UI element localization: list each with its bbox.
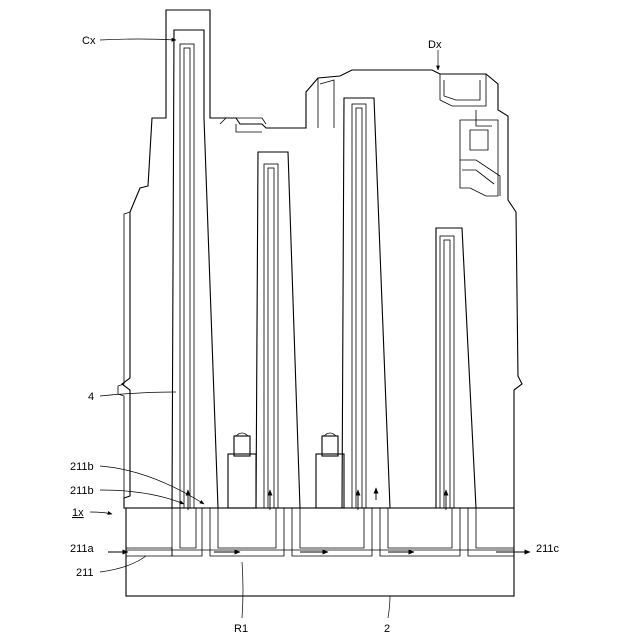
flow-arrows: [108, 488, 530, 552]
components: [228, 433, 344, 508]
label-2: 2: [384, 623, 390, 635]
label-dx: Dx: [428, 39, 442, 51]
label-1x: 1x: [72, 507, 84, 519]
conductors: [180, 44, 454, 508]
substrate-channels: [126, 508, 514, 556]
label-211b-lower: 211b: [70, 485, 94, 497]
molded-body: [118, 10, 522, 508]
label-cx: Cx: [82, 35, 96, 47]
label-211b-upper: 211b: [70, 461, 94, 473]
label-r1: R1: [234, 623, 248, 635]
label-211c: 211c: [536, 543, 560, 555]
labels: Cx Dx 4 211b 211b 1x 211a 211c 211 R1 2: [70, 35, 560, 635]
label-211a: 211a: [70, 543, 95, 555]
label-4: 4: [88, 391, 94, 403]
label-211: 211: [76, 567, 94, 579]
